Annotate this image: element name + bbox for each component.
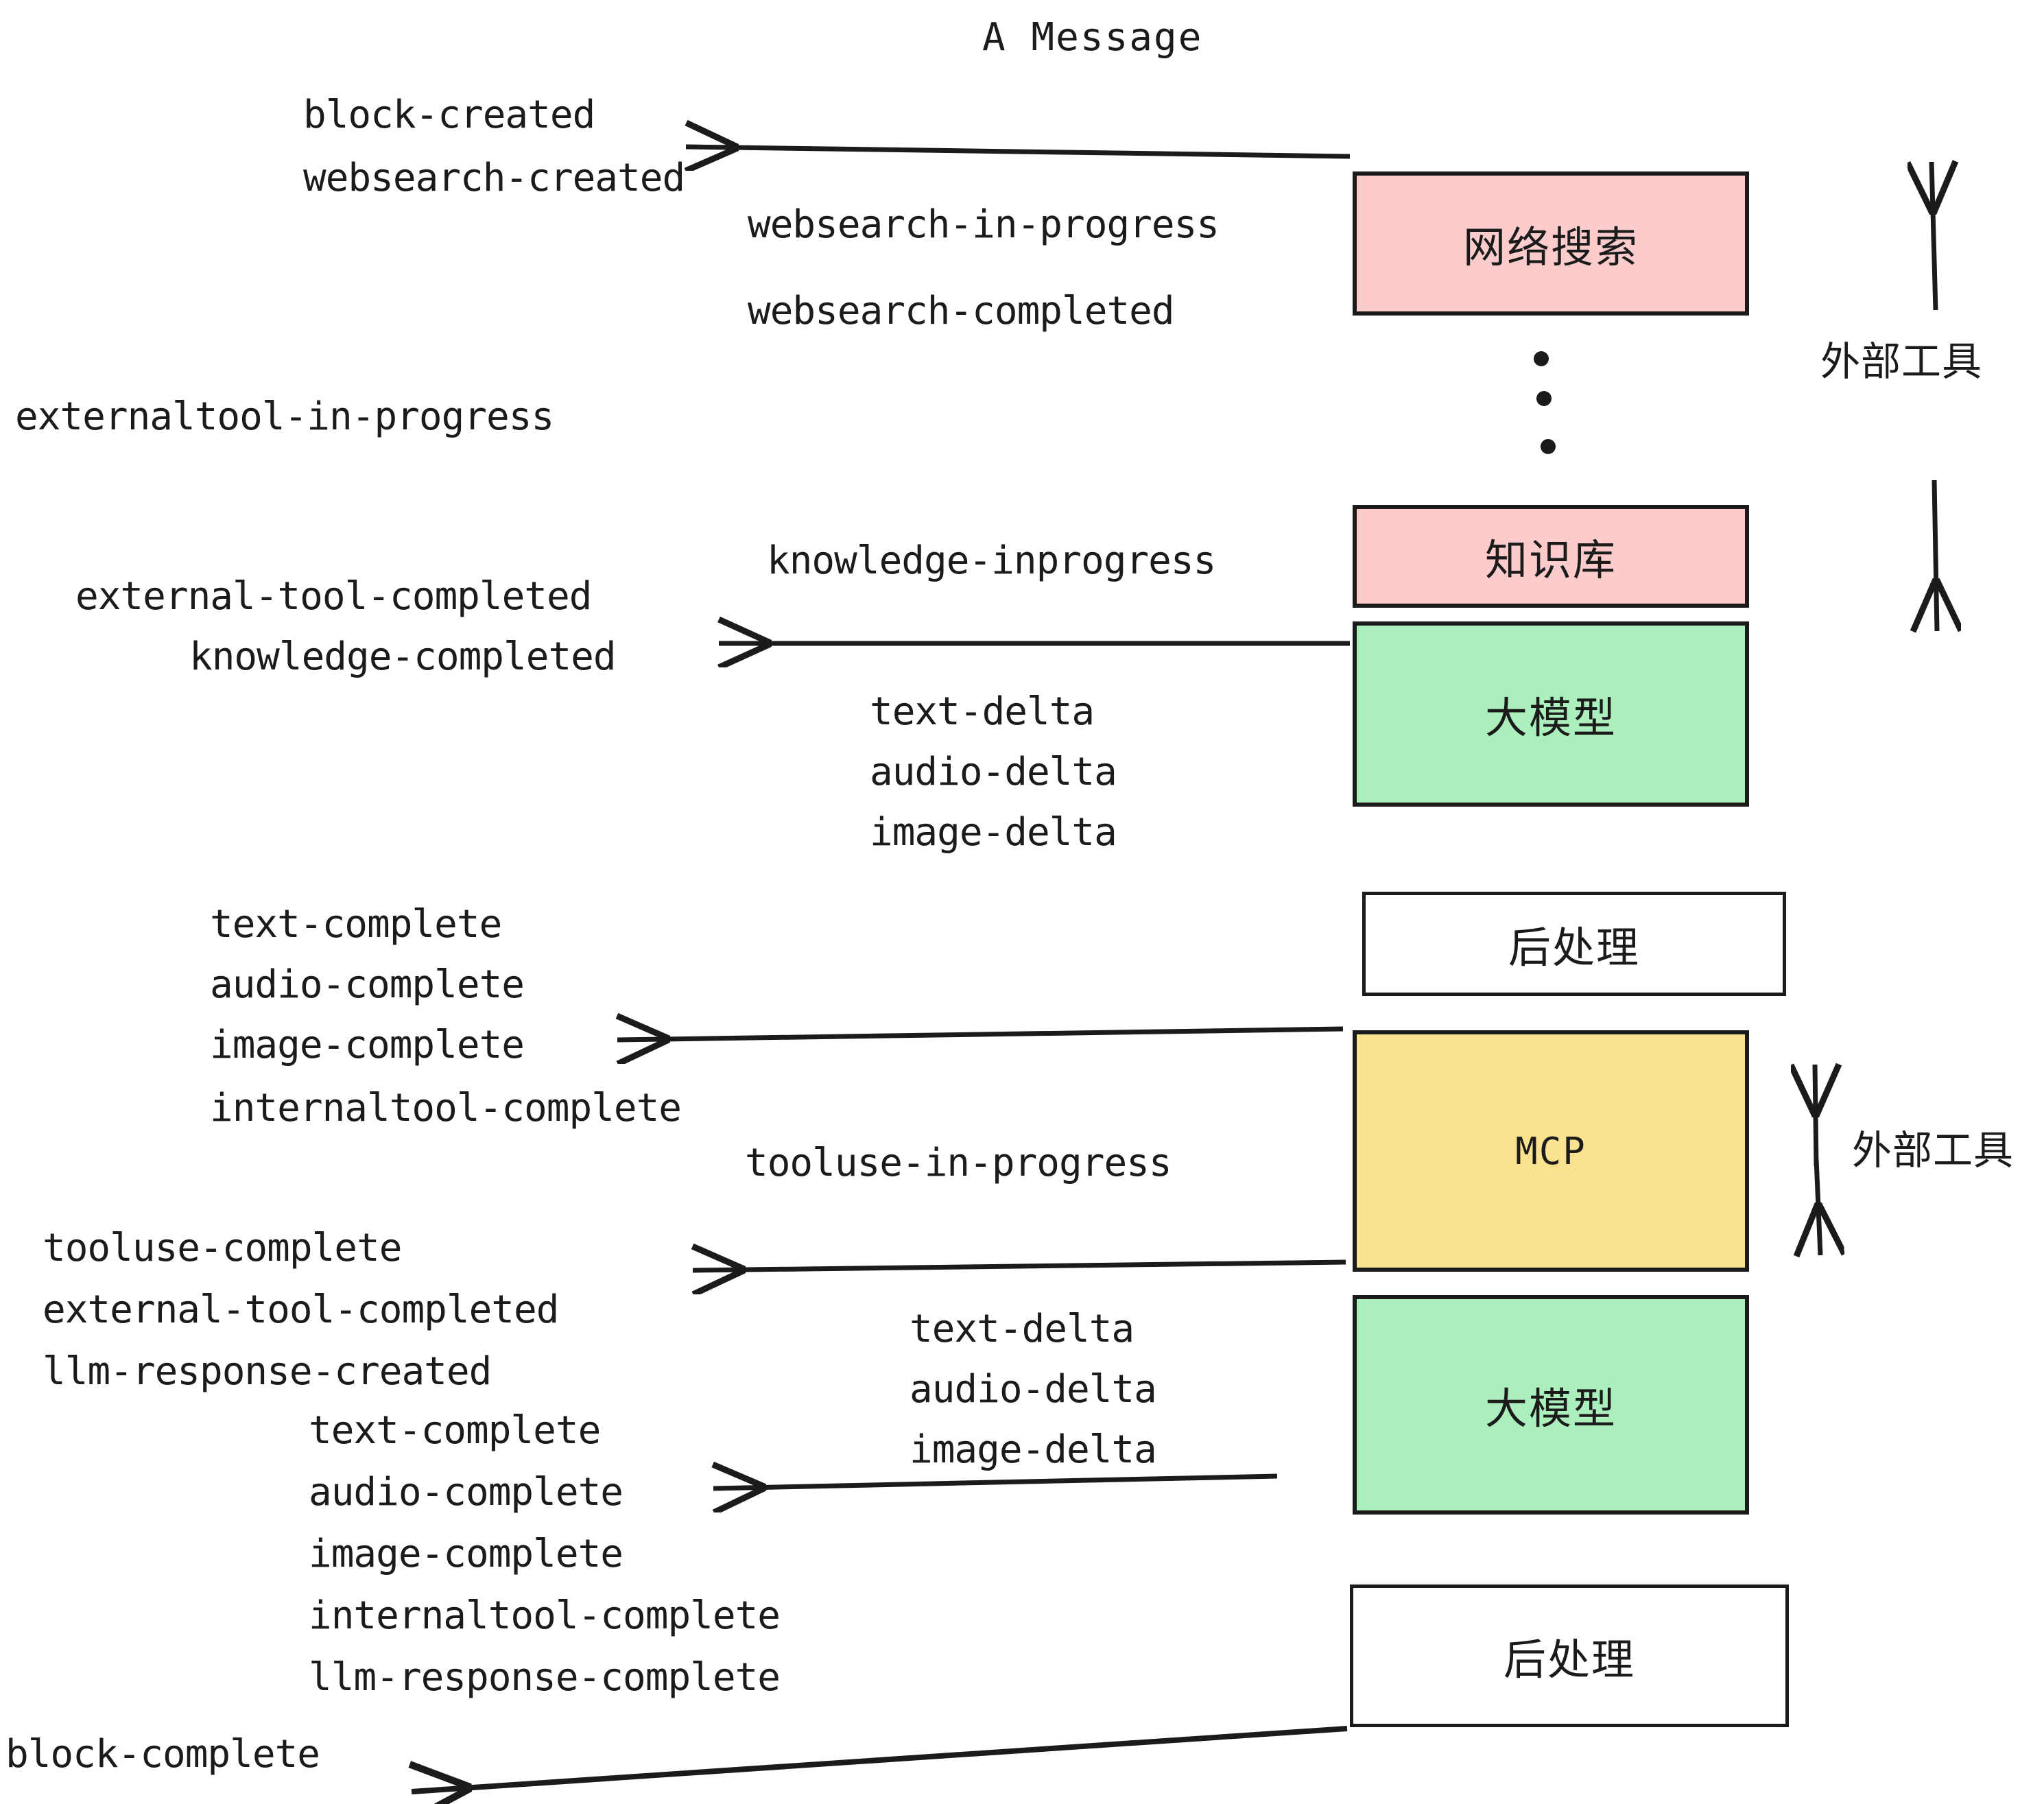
event-label-audio-complete-2: audio-complete: [309, 1470, 623, 1515]
event-label-image-delta-2: image-delta: [910, 1427, 1157, 1472]
event-label-text-delta-2: text-delta: [910, 1307, 1134, 1351]
side-label-external-tools-bottom: 外部工具: [1852, 1127, 2015, 1174]
event-label-websearch-created: websearch-created: [303, 156, 685, 200]
arrow-websearch-to-created: [686, 147, 1351, 156]
event-label-block-complete: block-complete: [5, 1732, 320, 1777]
event-label-image-delta-1: image-delta: [870, 810, 1117, 855]
event-label-knowledge-completed: knowledge-completed: [189, 634, 617, 679]
event-label-internaltool-complete-2: internaltool-complete: [309, 1593, 781, 1638]
event-label-text-complete-2: text-complete: [309, 1408, 601, 1453]
node-label-postprocess-1: 后处理: [1508, 923, 1640, 973]
event-label-image-complete-1: image-complete: [210, 1023, 525, 1067]
arrow-external-tools-down-top: [1934, 479, 1937, 631]
ellipsis-dot-2: [1536, 391, 1552, 406]
event-label-audio-delta-2: audio-delta: [910, 1367, 1157, 1412]
event-label-external-tool-completed-2: external-tool-completed: [43, 1287, 559, 1332]
event-label-llm-response-created: llm-response-created: [43, 1349, 492, 1394]
arrow-external-tools-up-bottom: [1815, 1065, 1816, 1167]
event-label-text-delta-1: text-delta: [870, 689, 1095, 734]
ellipsis-dot-3: [1541, 439, 1556, 454]
ellipsis-dot-1: [1534, 351, 1549, 366]
event-label-external-tool-completed-1: external-tool-completed: [75, 574, 592, 619]
event-label-audio-delta-1: audio-delta: [870, 750, 1117, 794]
event-label-block-created: block-created: [303, 93, 595, 137]
node-box-knowledge[interactable]: 知识库: [1353, 505, 1749, 608]
page-title: A Message: [982, 15, 1203, 60]
event-label-knowledge-inprogress: knowledge-inprogress: [767, 538, 1216, 583]
node-box-llm-1[interactable]: 大模型: [1353, 621, 1749, 807]
node-box-websearch[interactable]: 网络搜索: [1353, 171, 1749, 316]
node-box-postprocess-1[interactable]: 后处理: [1362, 892, 1786, 996]
event-label-tooluse-in-progress: tooluse-in-progress: [745, 1141, 1172, 1185]
node-label-llm-2: 大模型: [1484, 1384, 1617, 1434]
event-label-text-complete-1: text-complete: [210, 902, 502, 947]
arrow-external-tools-down-bottom: [1816, 1159, 1820, 1255]
event-label-image-complete-2: image-complete: [309, 1532, 623, 1576]
event-label-llm-response-complete: llm-response-complete: [309, 1655, 781, 1700]
event-label-audio-complete-1: audio-complete: [210, 962, 525, 1007]
node-label-websearch: 网络搜索: [1462, 222, 1639, 272]
node-label-mcp: MCP: [1515, 1129, 1587, 1173]
event-label-websearch-completed: websearch-completed: [748, 289, 1175, 333]
node-label-postprocess-2: 后处理: [1503, 1635, 1635, 1685]
event-label-externaltool-in-progress: externaltool-in-progress: [15, 394, 554, 439]
node-box-llm-2[interactable]: 大模型: [1353, 1295, 1749, 1515]
node-box-mcp[interactable]: MCP: [1353, 1030, 1749, 1272]
arrow-postprocess2-to-block-complete: [412, 1726, 1348, 1792]
node-label-llm-1: 大模型: [1484, 693, 1617, 743]
node-box-postprocess-2[interactable]: 后处理: [1350, 1585, 1789, 1727]
event-label-tooluse-complete: tooluse-complete: [43, 1226, 402, 1270]
event-label-websearch-in-progress: websearch-in-progress: [748, 202, 1220, 247]
event-label-internaltool-complete-1: internaltool-complete: [210, 1086, 682, 1130]
arrow-external-tools-up-top: [1932, 162, 1936, 311]
node-label-knowledge: 知识库: [1484, 535, 1617, 585]
side-label-external-tools-top: 外部工具: [1820, 338, 1983, 385]
arrow-postprocess1-to-image-complete: [617, 1029, 1344, 1040]
arrow-mcp-to-tooluse-complete: [693, 1262, 1346, 1270]
arrow-llm2-to-audio-complete: [713, 1476, 1278, 1488]
